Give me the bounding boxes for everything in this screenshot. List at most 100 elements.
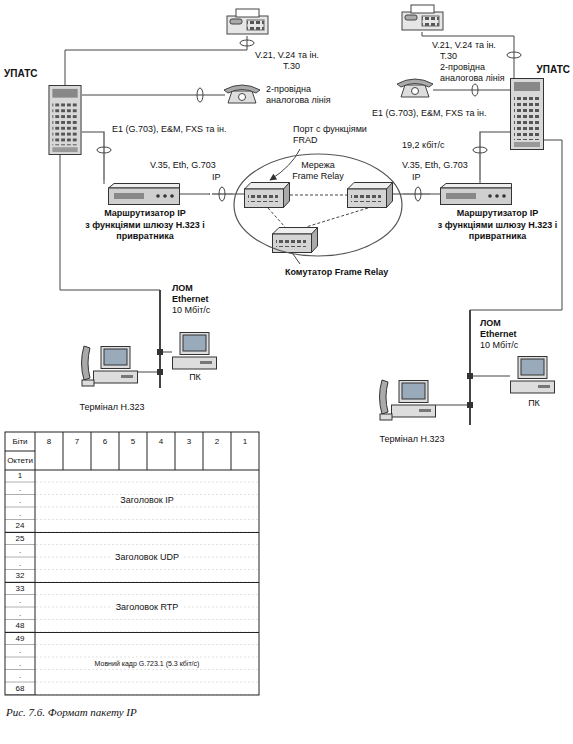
trunk-line [480, 132, 502, 180]
router-icon [109, 184, 180, 205]
trunk-line [403, 193, 430, 194]
router-icon [441, 184, 512, 205]
octet-number: 25 [16, 534, 25, 544]
trunk-stub [82, 132, 86, 133]
interface-label: IP [412, 172, 421, 183]
pbx-device: УПАТС [502, 60, 570, 152]
network-cloud: Комутатор Frame RelayМережа Frame Relay [233, 153, 403, 257]
octet-number: . [19, 496, 21, 506]
cloud-outline [234, 154, 402, 256]
table-header: Біти [12, 437, 27, 447]
cable-oval [97, 147, 111, 153]
interface-label: V.21, V.24 та ін. [255, 50, 319, 61]
octet-number: 1 [18, 471, 22, 481]
octet-number: . [19, 559, 21, 569]
interface-label: T.30 [440, 51, 457, 62]
pc-icon [511, 357, 555, 394]
switch-device: Комутатор Frame Relay [263, 224, 393, 282]
interface-label: IP [212, 172, 221, 183]
device-label: Комутатор Frame Relay [285, 267, 388, 278]
phone-wire [82, 95, 225, 96]
device-label: Мережа Frame Relay [289, 160, 347, 182]
pc-device: ПК [168, 328, 224, 385]
cable-oval [240, 40, 254, 46]
switch-icon [273, 228, 318, 253]
fax-icon [402, 5, 443, 30]
interface-label: 10 Мбіт/с [480, 340, 518, 351]
pc-device: ПК [505, 352, 565, 416]
packet-field: Заголовок UDP [112, 553, 182, 563]
device-label: ПК [505, 398, 563, 409]
bit-number: 1 [243, 437, 247, 447]
fax-wire [65, 36, 247, 85]
interface-label: 2-провідна аналогова лінія [440, 62, 512, 84]
trunk-stub [180, 194, 210, 195]
interface-label: 19,2 кбіт/с [402, 140, 444, 151]
fax-icon [227, 9, 268, 34]
bit-number: 2 [215, 437, 219, 447]
bit-number: 4 [159, 437, 163, 447]
octet-number: . [19, 509, 21, 519]
interface-label: ЛОМ [480, 318, 501, 329]
router-device: Маршрутизатор IPз функціями шлюзу H.323 … [80, 180, 212, 246]
interface-label: V.35, Eth, G.703 [150, 160, 216, 171]
terminal-icon [82, 346, 138, 386]
bus-tap [467, 373, 473, 379]
pc-icon [173, 333, 217, 370]
cable-oval [219, 187, 225, 201]
cable-oval [472, 84, 478, 96]
table-grid [5, 432, 259, 695]
octet-number: 32 [16, 571, 25, 581]
table-frame [5, 432, 259, 695]
device-label: Маршрутизатор IP [430, 208, 565, 219]
device-label: з функціями шлюзу H.323 і привратника [430, 220, 565, 242]
cable-oval [473, 147, 487, 153]
octet-number: . [19, 596, 21, 606]
pbx-icon [511, 79, 544, 150]
interface-label: V.35, Eth, G.703 [402, 160, 468, 171]
switch-icon [245, 183, 290, 208]
figure-caption: Рис. 7.6. Формат пакету IP [6, 706, 137, 718]
bus-tap [467, 402, 473, 408]
bit-number: 3 [187, 437, 191, 447]
lan-drop [138, 352, 172, 372]
pbx-device: УПАТС [2, 64, 86, 156]
interface-label: ЛОМ [172, 283, 193, 294]
octet-number: 49 [16, 634, 25, 644]
cable-oval [415, 187, 421, 201]
octet-number: 33 [16, 584, 25, 594]
terminal-icon [380, 380, 436, 420]
interface-label: Порт с функціями FRAD [293, 124, 385, 146]
octet-number: . [19, 609, 21, 619]
octet-number: 24 [16, 521, 25, 531]
trunk-stub [430, 194, 441, 195]
trunk-line [86, 132, 104, 180]
octet-number: . [19, 484, 21, 494]
octet-number: . [19, 646, 21, 656]
bus-tap [157, 369, 163, 375]
interface-label: 2-провідна аналогова лінія [266, 84, 346, 106]
device-label: з функціями шлюзу H.323 і привратника [80, 220, 210, 242]
octet-number: . [19, 671, 21, 681]
bit-number: 7 [75, 437, 79, 447]
device-label: УПАТС [537, 64, 570, 76]
bit-number: 5 [131, 437, 135, 447]
phone-icon [224, 85, 260, 103]
trunk-line [212, 193, 233, 194]
octet-number: 68 [16, 684, 25, 694]
interface-label: Ethernet [172, 294, 209, 305]
packet-field: Заголовок RTP [113, 603, 182, 613]
pbx-icon [49, 85, 81, 154]
switch-icon [348, 183, 393, 208]
table-header: Октети [7, 456, 33, 466]
device-label: УПАТС [4, 68, 37, 80]
octet-number: 48 [16, 621, 25, 631]
interface-label: Ethernet [480, 329, 517, 340]
packet-field: Заголовок IP [117, 496, 176, 506]
bit-number: 8 [47, 437, 51, 447]
octet-number: . [19, 659, 21, 669]
bit-number: 6 [103, 437, 107, 447]
interface-label: 10 Мбіт/с [172, 305, 210, 316]
packet-field: Мовний кадр G.723.1 (5.3 кбіт/с) [92, 660, 203, 668]
